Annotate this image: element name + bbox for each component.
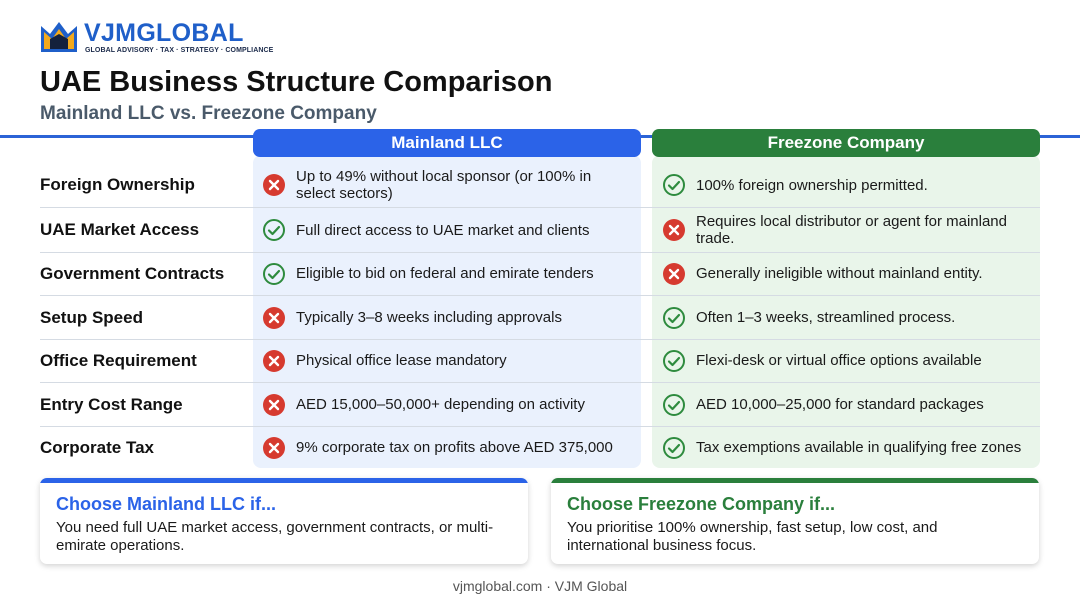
cell-text: Generally ineligible without mainland en…: [696, 265, 983, 282]
mainland-cell: Typically 3–8 weeks including approvals: [262, 296, 632, 339]
row-divider: [40, 295, 1040, 296]
row-label: Entry Cost Range: [40, 394, 183, 414]
page-title: UAE Business Structure Comparison: [40, 66, 553, 98]
cross-circle-icon: [263, 436, 285, 459]
cross-circle-icon: [663, 262, 685, 285]
freezone-recommendation-card: Choose Freezone Company if... You priori…: [551, 478, 1039, 564]
freezone-cell: Flexi-desk or virtual office options ava…: [662, 339, 1040, 382]
card-accent-bar: [40, 478, 528, 483]
row-label: UAE Market Access: [40, 220, 200, 239]
card-accent-bar: [551, 478, 1039, 483]
freezone-cell: AED 10,000–25,000 for standard packages: [662, 383, 1040, 426]
check-circle-icon: [663, 436, 685, 459]
cross-circle-icon: [263, 306, 285, 329]
table-row: UAE Market Access Full direct access to U…: [40, 208, 1040, 252]
mainland-cell: Eligible to bid on federal and emirate t…: [262, 252, 632, 295]
check-circle-icon: [663, 349, 685, 372]
cell-text: Eligible to bid on federal and emirate t…: [296, 265, 594, 282]
cell-text: Tax exemptions available in qualifying f…: [696, 439, 1022, 456]
cell-text: Typically 3–8 weeks including approvals: [296, 309, 562, 326]
cell-text: AED 15,000–50,000+ depending on activity: [296, 396, 585, 413]
row-label: Setup Speed: [40, 307, 143, 327]
card-title: Choose Mainland LLC if...: [56, 494, 276, 514]
card-body: You prioritise 100% ownership, fast setu…: [567, 519, 938, 554]
mainland-recommendation-card: Choose Mainland LLC if... You need full …: [40, 478, 528, 564]
table-row: Setup Speed Typically 3–8 weeks including…: [40, 296, 1040, 339]
table-row: Foreign Ownership Up to 49% without local…: [40, 163, 1040, 207]
check-circle-icon: [663, 174, 685, 196]
brand-logo: VJMGLOBAL GLOBAL ADVISORY · TAX · STRATE…: [40, 18, 280, 58]
mainland-cell: Full direct access to UAE market and cli…: [262, 208, 632, 252]
cross-circle-icon: [263, 349, 285, 372]
cell-text: 100% foreign ownership permitted.: [696, 176, 928, 194]
cell-text: Up to 49% without local sponsor (or 100%…: [296, 168, 592, 202]
row-divider: [40, 339, 1040, 340]
cell-text: Requires local distributor or agent for …: [696, 213, 1007, 247]
row-divider: [40, 252, 1040, 253]
row-divider: [40, 426, 1040, 427]
row-label: Foreign Ownership: [40, 175, 195, 194]
freezone-cell: Tax exemptions available in qualifying f…: [662, 426, 1040, 469]
brand-wordmark: VJMGLOBAL: [84, 19, 244, 47]
cross-circle-icon: [263, 174, 285, 196]
page-subtitle: Mainland LLC vs. Freezone Company: [40, 103, 377, 124]
cross-circle-icon: [663, 219, 685, 241]
cross-circle-icon: [263, 393, 285, 416]
table-row: Corporate Tax 9% corporate tax on profits…: [40, 426, 1040, 469]
freezone-cell: 100% foreign ownership permitted.: [662, 163, 1040, 207]
cell-text: Often 1–3 weeks, streamlined process.: [696, 309, 956, 326]
cell-text: Full direct access to UAE market and cli…: [296, 221, 590, 239]
card-body: You need full UAE market access, governm…: [56, 519, 494, 554]
cell-text: Flexi-desk or virtual office options ava…: [696, 352, 982, 369]
mainland-cell: AED 15,000–50,000+ depending on activity: [262, 383, 632, 426]
crown-mark-icon: [41, 22, 77, 52]
mainland-cell: Physical office lease mandatory: [262, 339, 632, 382]
mainland-cell: 9% corporate tax on profits above AED 37…: [262, 426, 632, 469]
mainland-column-header: Mainland LLC: [253, 129, 641, 157]
table-row: Government Contracts Eligible to bid on f…: [40, 252, 1040, 295]
check-circle-icon: [263, 262, 285, 285]
freezone-cell: Generally ineligible without mainland en…: [662, 252, 1040, 295]
row-label: Government Contracts: [40, 263, 225, 283]
brand-tagline: GLOBAL ADVISORY · TAX · STRATEGY · COMPL…: [85, 47, 274, 54]
freezone-cell: Often 1–3 weeks, streamlined process.: [662, 296, 1040, 339]
table-row: Entry Cost Range AED 15,000–50,000+ depen…: [40, 383, 1040, 426]
card-title: Choose Freezone Company if...: [567, 494, 836, 514]
check-circle-icon: [263, 219, 285, 241]
check-circle-icon: [663, 306, 685, 329]
table-row: Office Requirement Physical office lease …: [40, 339, 1040, 382]
cell-text: Physical office lease mandatory: [296, 352, 507, 369]
cell-text: 9% corporate tax on profits above AED 37…: [296, 439, 613, 456]
freezone-cell: Requires local distributor or agent for …: [662, 208, 1040, 252]
row-label: Office Requirement: [40, 350, 197, 370]
freezone-column-header: Freezone Company: [652, 129, 1040, 157]
mainland-cell: Up to 49% without local sponsor (or 100%…: [262, 163, 632, 207]
row-label: Corporate Tax: [40, 437, 154, 457]
row-divider: [40, 382, 1040, 383]
cell-text: AED 10,000–25,000 for standard packages: [696, 396, 984, 413]
footer-text: vjmglobal.com · VJM Global: [452, 578, 628, 594]
check-circle-icon: [663, 393, 685, 416]
row-divider: [40, 207, 1040, 208]
